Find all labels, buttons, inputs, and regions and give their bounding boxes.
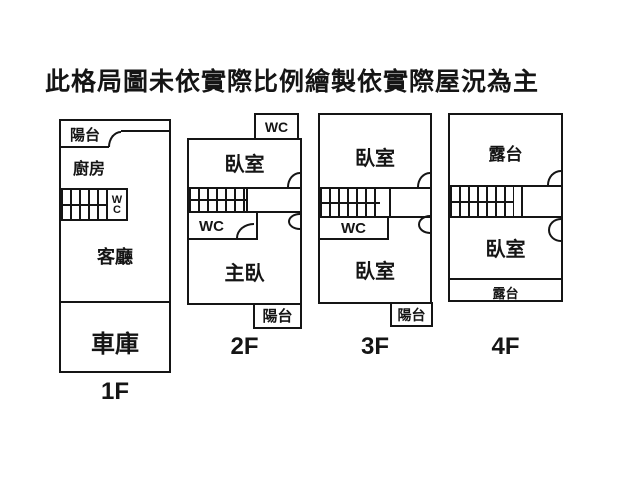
2f-stair-divider xyxy=(246,189,248,211)
3f-mid-door-arc-icon xyxy=(418,215,430,234)
2f-stairs-top-wall xyxy=(189,187,300,189)
1f-garage-label: 車庫 xyxy=(91,331,139,358)
2f-stairs-bottom-wall xyxy=(189,211,300,213)
disclaimer-title: 此格局圖未依實際比例繪製依實際屋況為主 xyxy=(45,68,540,96)
4f-stairs-bottom-wall xyxy=(450,216,561,218)
4f-upper-door-arc-icon xyxy=(547,170,561,185)
2f-wc-top-label: WC xyxy=(264,119,289,135)
3f-stair-treads-icon xyxy=(320,189,380,216)
3f-upper-door-arc-icon xyxy=(417,172,430,187)
2f-wc-bump: WC xyxy=(254,113,299,140)
floorplan-1f: 陽台 廚房 W C 客廳 車庫 xyxy=(59,119,171,373)
floorplan-4f: 露台 臥室 露台 xyxy=(448,113,563,302)
floorplan-2f: 臥室 WC 主臥 xyxy=(187,138,302,305)
3f-bedroom-bottom-label: 臥室 xyxy=(355,261,395,283)
3f-balcony-bump: 陽台 xyxy=(390,302,433,327)
3f-stairs-top-wall xyxy=(320,187,430,189)
1f-stair-wc: W C xyxy=(106,190,126,219)
1f-balcony-door-arc-icon xyxy=(108,131,121,147)
1f-garage-wall xyxy=(61,301,169,303)
3f-bedroom-top-label: 臥室 xyxy=(355,148,395,170)
4f-stairs-top-wall xyxy=(450,185,561,187)
4f-terrace-wall xyxy=(450,278,561,280)
2f-stair-treads-icon xyxy=(189,189,246,211)
2f-wc-label: WC xyxy=(199,218,224,235)
3f-balcony-label: 陽台 xyxy=(397,307,426,323)
1f-kitchen-label: 廚房 xyxy=(73,161,106,178)
1f-wc-letter-w: W xyxy=(111,193,123,206)
2f-bedroom-label: 臥室 xyxy=(224,154,265,176)
2f-wc-door-arc-icon xyxy=(236,223,254,238)
2f-upper-door-arc-icon xyxy=(287,172,300,187)
4f-terrace-bottom-label: 露台 xyxy=(492,286,519,301)
1f-wc-letter-c: C xyxy=(113,203,121,216)
floor-label-3f: 3F xyxy=(360,333,389,360)
2f-balcony-label: 陽台 xyxy=(262,308,293,325)
2f-master-bedroom-label: 主臥 xyxy=(224,263,265,285)
3f-wc-label: WC xyxy=(341,220,366,237)
3f-wc-room: WC xyxy=(320,218,389,240)
4f-bedroom-label: 臥室 xyxy=(485,239,526,261)
4f-stair-divider xyxy=(521,187,523,216)
3f-stair-divider xyxy=(389,189,391,216)
1f-livingroom-label: 客廳 xyxy=(97,247,133,267)
floor-label-4f: 4F xyxy=(491,333,520,360)
floorplan-3f: 臥室 WC 臥室 xyxy=(318,113,432,304)
1f-balcony-wall xyxy=(61,146,109,148)
2f-mid-door-arc-icon xyxy=(288,213,300,230)
1f-setback-wall xyxy=(121,130,169,132)
4f-stair-treads-icon xyxy=(450,187,514,216)
3f-stairs-bottom-wall xyxy=(320,216,430,218)
floor-label-2f: 2F xyxy=(230,333,259,360)
2f-balcony-bump: 陽台 xyxy=(253,303,302,329)
1f-stairs: W C xyxy=(59,188,128,221)
floor-label-1f: 1F xyxy=(100,378,129,405)
2f-wc-room: WC xyxy=(189,213,258,240)
4f-terrace-top-label: 露台 xyxy=(488,145,523,164)
1f-balcony-label: 陽台 xyxy=(70,127,101,144)
1f-stair-treads-icon xyxy=(61,190,108,219)
